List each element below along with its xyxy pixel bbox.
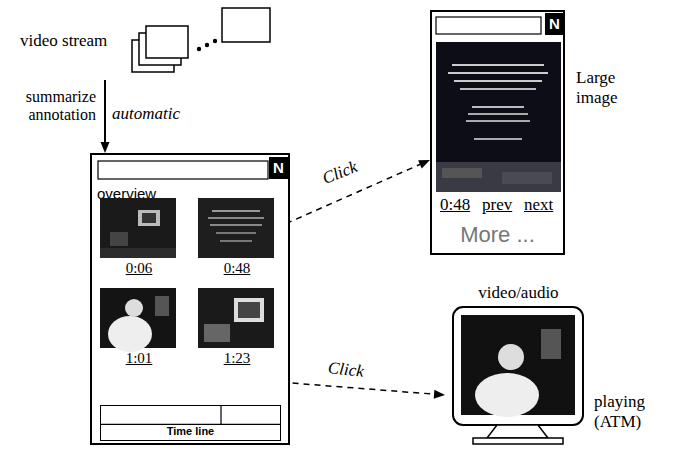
node-text: prev bbox=[482, 195, 512, 215]
overview-panel: overview0:060:481:011:23Time line bbox=[90, 153, 290, 445]
edge-label: Click bbox=[325, 358, 367, 382]
node-text: 1:23 bbox=[198, 350, 276, 367]
thumbnail: 1:01 bbox=[100, 288, 178, 372]
playback-caption: playing (ATM) bbox=[594, 392, 674, 432]
node-artwork bbox=[445, 283, 592, 448]
browser-logo: N bbox=[269, 157, 288, 179]
time-line-bar: Time line bbox=[100, 405, 281, 441]
node-text: video stream bbox=[20, 31, 107, 51]
video-monitor: video/audio bbox=[445, 283, 592, 448]
node-artwork bbox=[432, 12, 563, 253]
node-text: Time line bbox=[101, 425, 280, 437]
node-text: 1:01 bbox=[100, 350, 178, 367]
thumbnail: 0:48 bbox=[198, 198, 276, 282]
node-text: next bbox=[524, 195, 553, 215]
annotation-note: automatic bbox=[112, 104, 180, 124]
edge-label: summarize annotation bbox=[6, 88, 96, 124]
node-text: More ... bbox=[432, 222, 563, 248]
browser-logo: N bbox=[545, 13, 564, 35]
node-text: 0:48 bbox=[440, 195, 470, 215]
video-stream-stack: video stream bbox=[15, 5, 275, 80]
node-text: 0:06 bbox=[100, 260, 178, 277]
view-caption: Large image bbox=[576, 68, 638, 108]
thumbnail: 1:23 bbox=[198, 288, 276, 372]
large-image-panel: 0:48 prev nextMore ... bbox=[430, 10, 565, 255]
edge-label: Click bbox=[318, 156, 362, 189]
node-text: video/audio bbox=[445, 283, 592, 303]
node-text: 0:48 bbox=[198, 260, 276, 277]
thumbnail: 0:06 bbox=[100, 198, 178, 282]
flow-arrow bbox=[101, 80, 110, 153]
